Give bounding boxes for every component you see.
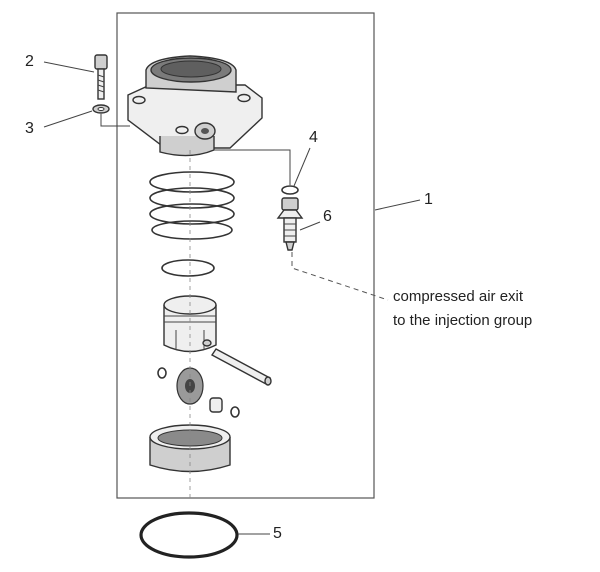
leader-3 (43, 110, 93, 128)
air-exit-note-line1: compressed air exit (393, 288, 524, 305)
washer-part (92, 104, 110, 114)
callout-4: 4 (309, 129, 318, 146)
piston-part (163, 295, 217, 353)
air-exit-line (291, 252, 389, 301)
callout-6: 6 (323, 208, 332, 225)
callout-3: 3 (25, 120, 34, 137)
piston-ring-part (161, 259, 215, 277)
leader-1 (374, 199, 421, 211)
callout-2: 2 (25, 53, 34, 70)
air-exit-note-line2: to the injection group (393, 312, 533, 329)
small-o-ring-part (281, 185, 299, 195)
leader-4 (293, 147, 311, 187)
o-ring-part (139, 511, 239, 559)
bearing-pieces (157, 367, 240, 418)
callout-1: 1 (424, 191, 433, 208)
air-fitting-part (276, 197, 304, 251)
leader-2 (43, 61, 95, 73)
piston-pin-part (210, 348, 272, 386)
assembly-frame (116, 12, 375, 499)
screw-part (94, 54, 108, 100)
callout-5: 5 (273, 525, 282, 542)
cylinder-head-housing (127, 55, 263, 157)
leader-6 (299, 221, 321, 231)
spring-part (149, 171, 235, 240)
